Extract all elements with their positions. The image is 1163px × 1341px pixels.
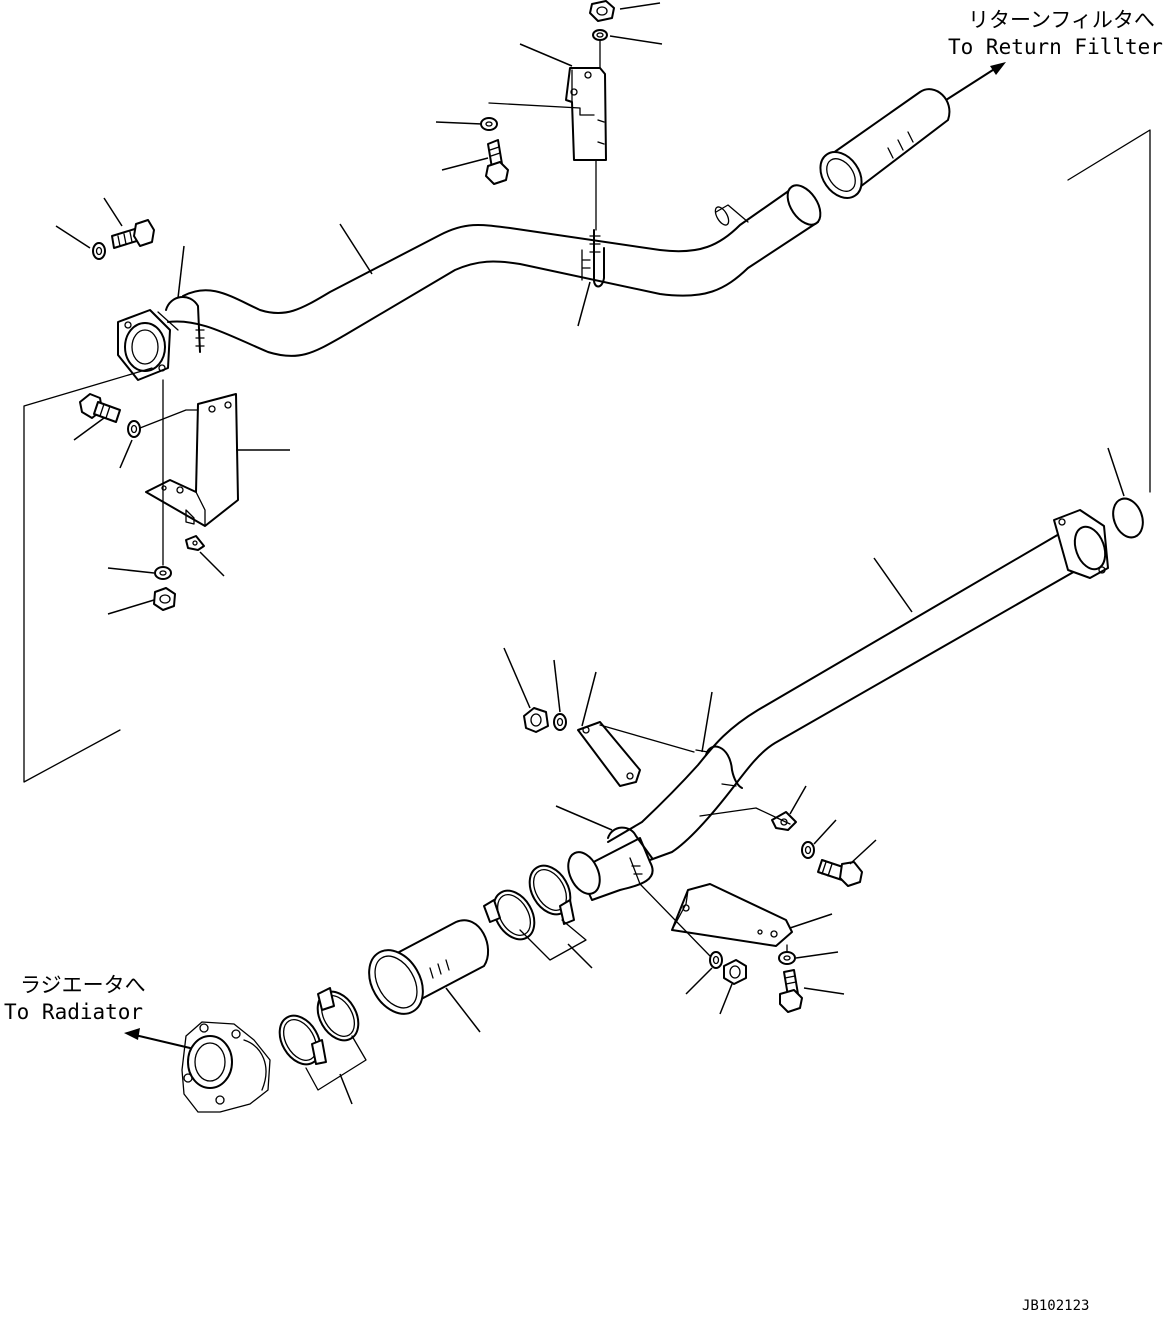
- nut-icon: [589, 0, 615, 22]
- arrow-icon: [124, 1028, 191, 1049]
- upper-u-bolt: [165, 296, 205, 353]
- washer-icon: [553, 713, 567, 731]
- arrow-icon: [945, 62, 1006, 101]
- o-ring-icon: [1112, 497, 1144, 539]
- radiator-label-en: To Radiator: [4, 1000, 143, 1024]
- washer-icon: [592, 29, 608, 41]
- radiator-flange: [181, 1021, 271, 1113]
- boundary-line-left: [23, 367, 153, 783]
- washer-icon: [778, 951, 796, 965]
- radiator-hose: [368, 919, 489, 1015]
- bolt-icon: [817, 859, 863, 887]
- hose-clamp-icon: [278, 1014, 327, 1066]
- angle-bracket: [671, 883, 793, 947]
- clip-icon: [185, 535, 205, 551]
- lower-pipe-end: [567, 826, 654, 901]
- return-filter-label-jp: リターンフィルタへ: [968, 8, 1155, 32]
- washer-icon: [480, 117, 498, 131]
- bolt-icon: [79, 393, 121, 423]
- drawing-id: JB102123: [1022, 1298, 1089, 1314]
- pipe-clamp-lower: [695, 745, 743, 789]
- boundary-line-right: [1067, 129, 1151, 493]
- pipe-clamp-upper: [581, 229, 605, 288]
- nut-icon: [523, 707, 549, 733]
- washer-icon: [127, 420, 141, 438]
- upper-flange: [117, 309, 179, 381]
- upper-pipe: [167, 184, 822, 357]
- leader-lines: [55, 2, 1125, 1105]
- bolt-icon: [111, 219, 155, 249]
- upper-hanger-bracket: [565, 67, 607, 231]
- washer-icon: [92, 242, 106, 260]
- radiator-label-jp: ラジエータへ: [20, 973, 146, 997]
- washer-icon: [801, 841, 815, 859]
- return-hose: [819, 88, 951, 199]
- washer-icon: [154, 566, 172, 580]
- hose-clamp-icon: [528, 864, 575, 925]
- hose-clamp-icon: [483, 889, 536, 941]
- lower-pipe: [607, 509, 1109, 861]
- support-bracket: [145, 393, 239, 527]
- bolt-icon: [779, 969, 803, 1013]
- washer-icon: [709, 951, 723, 969]
- return-filter-label-en: To Return Fillter: [948, 35, 1163, 59]
- flat-bracket: [577, 721, 641, 787]
- nut-icon: [723, 959, 747, 985]
- nut-icon: [153, 587, 176, 611]
- bolt-icon: [485, 139, 509, 185]
- hose-clamp-icon: [316, 987, 360, 1042]
